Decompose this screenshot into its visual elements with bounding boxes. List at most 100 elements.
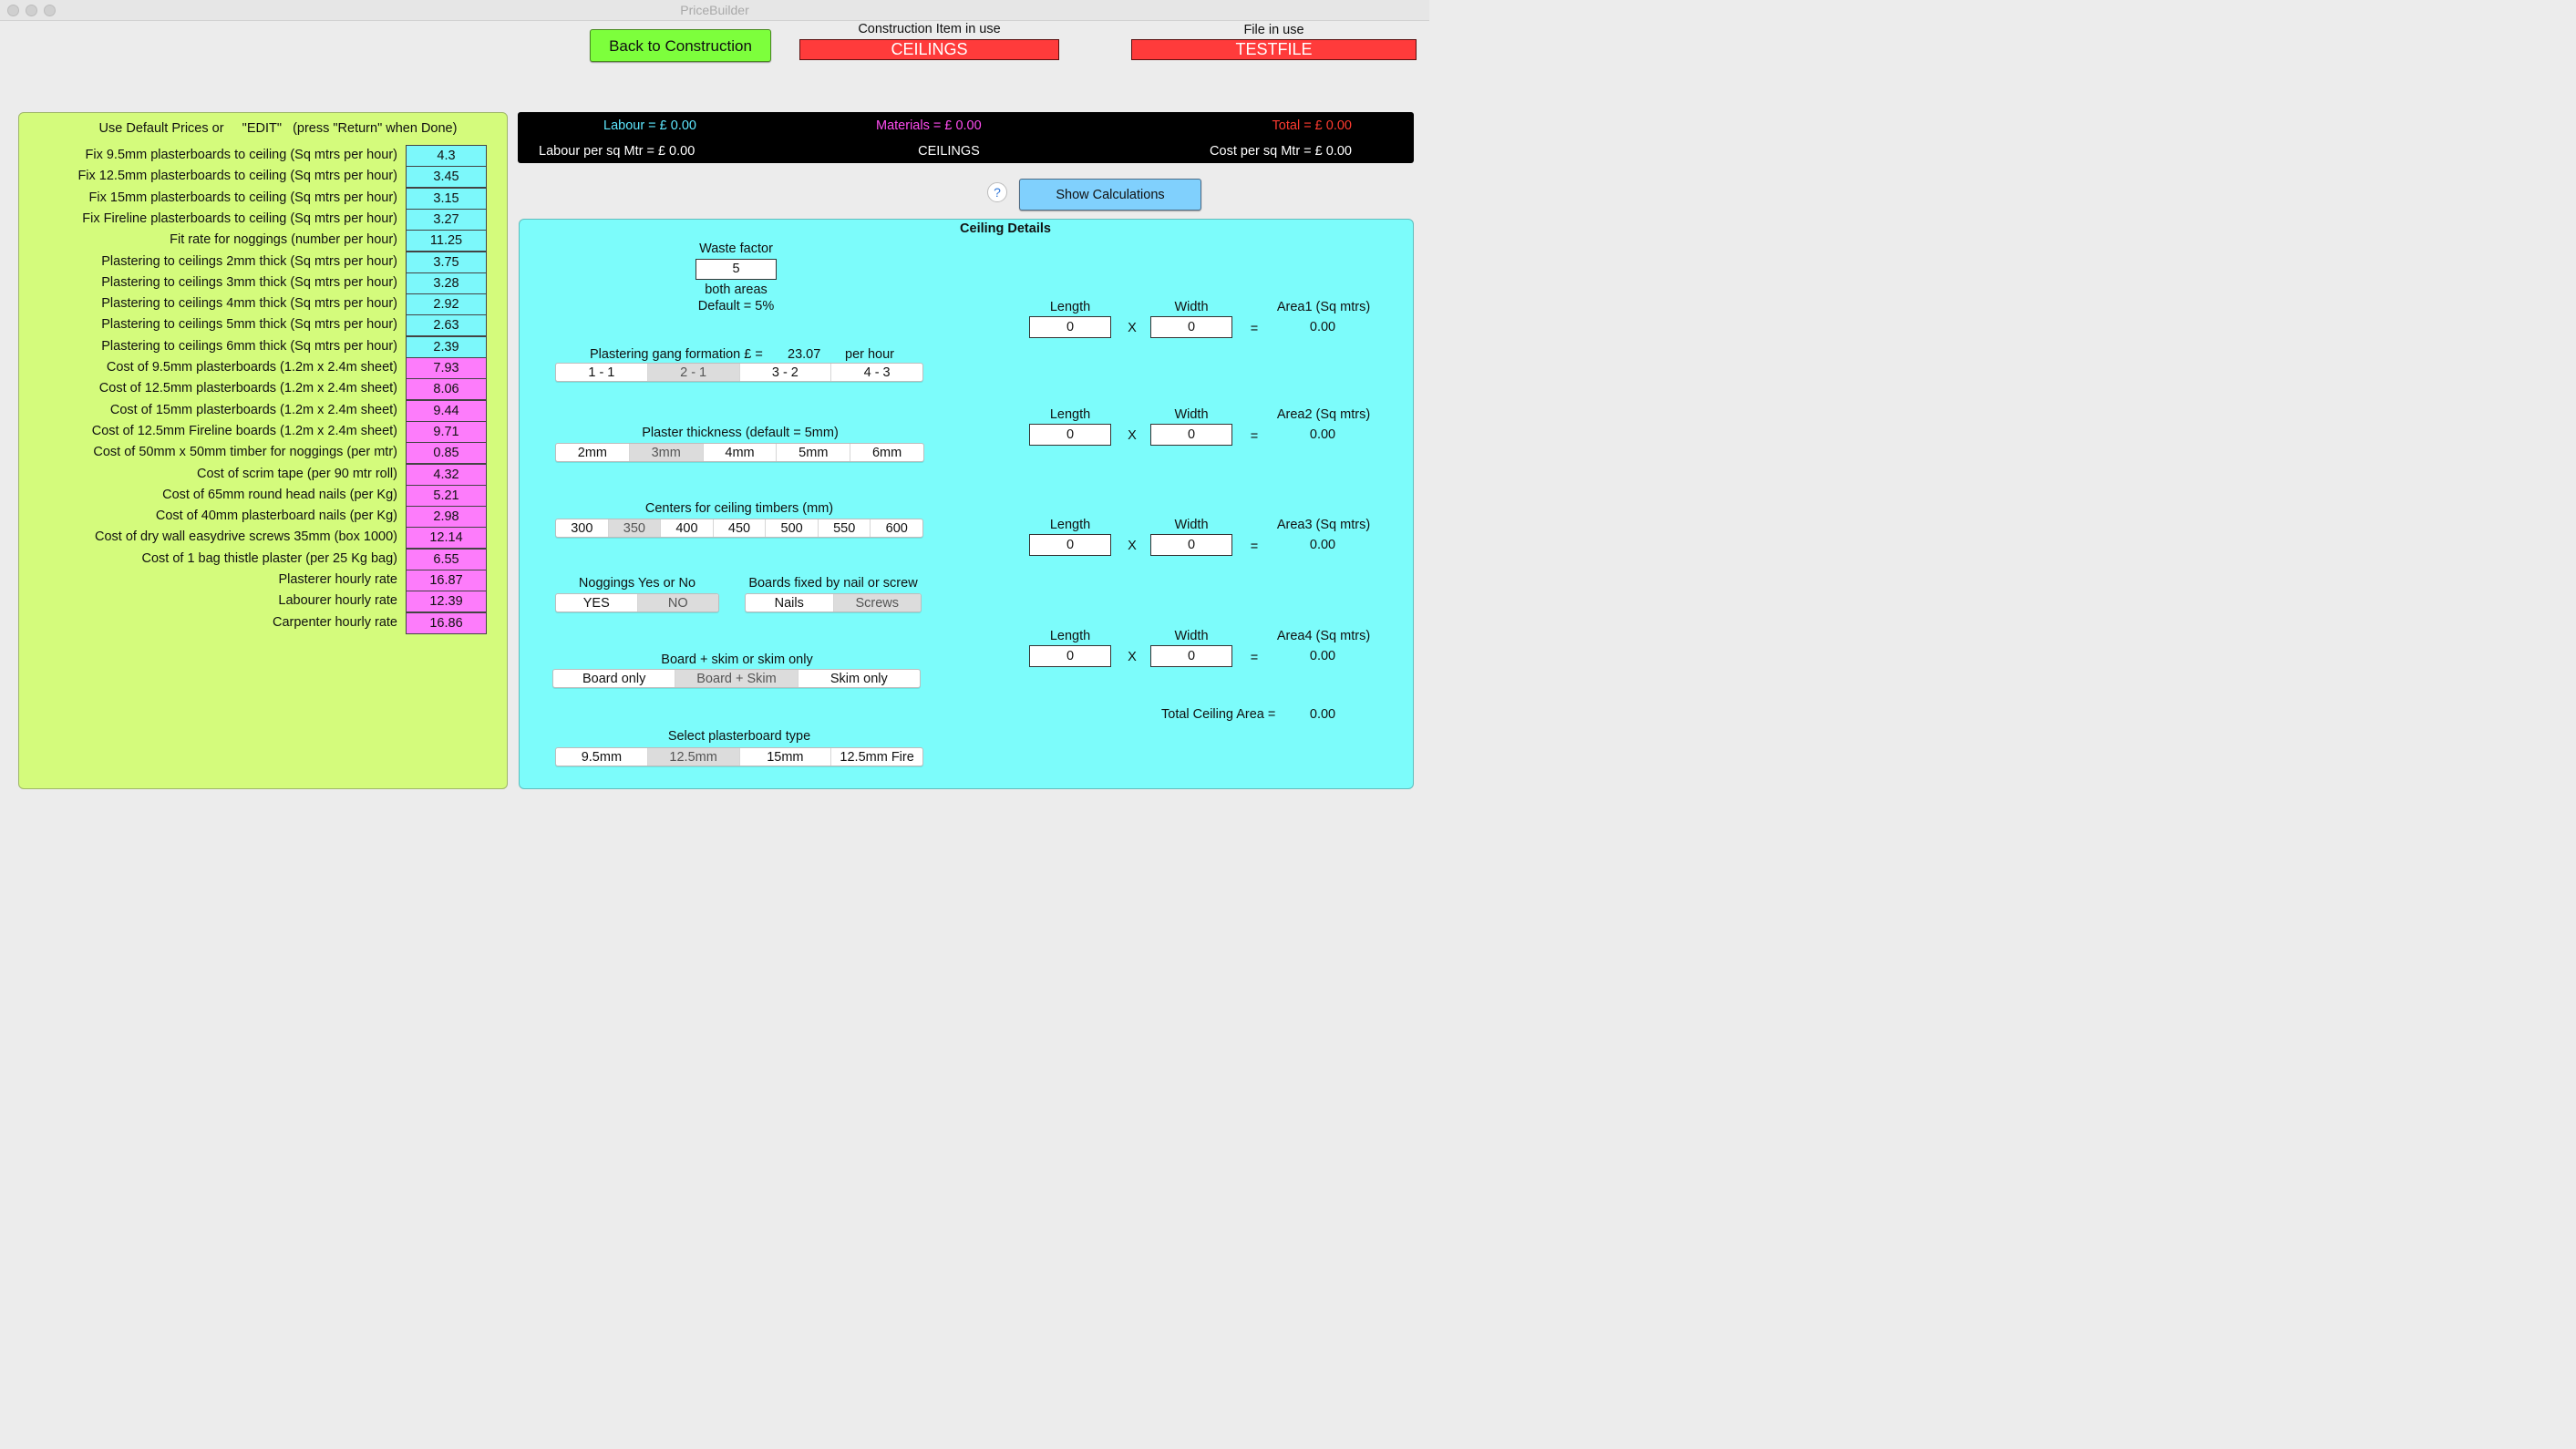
- construction-item-caption: Construction Item in use: [858, 22, 1001, 36]
- area4-width-label: Width: [1174, 629, 1209, 643]
- area1-equals-sign: =: [1250, 322, 1259, 336]
- default-price-label: Cost of 12.5mm plasterboards (1.2m x 2.4…: [98, 381, 397, 396]
- board-skim-option[interactable]: Board + Skim: [675, 670, 799, 687]
- grand-total: Total = £ 0.00: [1272, 118, 1352, 133]
- default-price-input[interactable]: 12.39: [406, 591, 487, 612]
- area4-length-input[interactable]: 0: [1029, 645, 1111, 667]
- area1-width-input[interactable]: 0: [1150, 316, 1232, 338]
- plaster-thickness-option[interactable]: 3mm: [629, 444, 704, 461]
- area2-equals-sign: =: [1250, 429, 1259, 444]
- default-price-input[interactable]: 3.75: [406, 252, 487, 273]
- board-skim-option[interactable]: Board only: [553, 670, 676, 687]
- default-price-input[interactable]: 3.28: [406, 272, 487, 294]
- close-window-button[interactable]: [7, 5, 19, 16]
- noggings-option[interactable]: YES: [556, 594, 638, 611]
- minimize-window-button[interactable]: [26, 5, 37, 16]
- default-price-input[interactable]: 11.25: [406, 230, 487, 252]
- timber-centers-option[interactable]: 550: [819, 519, 871, 537]
- area3-length-input[interactable]: 0: [1029, 534, 1111, 556]
- default-price-label: Fit rate for noggings (number per hour): [170, 232, 397, 247]
- gang-formation-option[interactable]: 2 - 1: [647, 364, 740, 381]
- default-price-label: Cost of 40mm plasterboard nails (per Kg): [155, 509, 397, 523]
- default-price-label: Plastering to ceilings 6mm thick (Sq mtr…: [101, 339, 397, 354]
- plasterboard-type-option[interactable]: 9.5mm: [556, 748, 648, 766]
- ceiling-details-title: Ceiling Details: [960, 221, 1051, 236]
- area4-length-label: Length: [1049, 629, 1091, 643]
- default-price-input[interactable]: 4.32: [406, 464, 487, 486]
- waste-factor-input[interactable]: 5: [696, 259, 777, 280]
- back-to-construction-button[interactable]: Back to Construction: [590, 29, 771, 62]
- noggings-option[interactable]: NO: [637, 594, 718, 611]
- plasterboard-type-option[interactable]: 12.5mm: [647, 748, 740, 766]
- gang-formation-option[interactable]: 1 - 1: [556, 364, 648, 381]
- area4-equals-sign: =: [1250, 651, 1259, 665]
- title-bar: [0, 0, 1429, 21]
- labour-per-sqm: Labour per sq Mtr = £ 0.00: [539, 144, 696, 159]
- default-price-input[interactable]: 2.98: [406, 506, 487, 528]
- default-price-input[interactable]: 3.27: [406, 209, 487, 231]
- default-price-input[interactable]: 9.44: [406, 400, 487, 422]
- plaster-thickness-option[interactable]: 2mm: [556, 444, 630, 461]
- area1-title: Area1 (Sq mtrs): [1276, 300, 1371, 314]
- board-skim-option[interactable]: Skim only: [829, 672, 888, 686]
- fixing-method-option[interactable]: Screws: [833, 594, 921, 611]
- default-price-input[interactable]: 4.3: [406, 145, 487, 167]
- area2-width-input[interactable]: 0: [1150, 424, 1232, 446]
- waste-note-both-areas: both areas: [705, 283, 768, 297]
- cost-per-sqm: Cost per sq Mtr = £ 0.00: [1210, 144, 1352, 159]
- plaster-thickness-option[interactable]: 5mm: [777, 444, 851, 461]
- default-price-input[interactable]: 2.39: [406, 336, 487, 358]
- default-price-label: Plastering to ceilings 2mm thick (Sq mtr…: [101, 254, 397, 269]
- timber-centers-option[interactable]: 400: [661, 519, 714, 537]
- plaster-thickness-option[interactable]: 4mm: [704, 444, 778, 461]
- default-price-input[interactable]: 0.85: [406, 442, 487, 464]
- labour-total: Labour = £ 0.00: [603, 118, 696, 133]
- gang-formation-option[interactable]: 4 - 3: [863, 365, 891, 380]
- default-price-input[interactable]: 2.63: [406, 314, 487, 336]
- default-price-input[interactable]: 2.92: [406, 293, 487, 315]
- default-price-input[interactable]: 3.15: [406, 188, 487, 210]
- gang-rate-value: 23.07: [788, 347, 821, 362]
- area4-width-input[interactable]: 0: [1150, 645, 1232, 667]
- default-price-input[interactable]: 8.06: [406, 378, 487, 400]
- default-price-input[interactable]: 3.45: [406, 166, 487, 188]
- default-price-input[interactable]: 16.86: [406, 612, 487, 634]
- help-icon[interactable]: ?: [987, 182, 1007, 202]
- total-ceiling-area-value: 0.00: [1309, 707, 1336, 722]
- timber-centers-option[interactable]: 500: [766, 519, 819, 537]
- area1-length-label: Length: [1049, 300, 1091, 314]
- area3-width-input[interactable]: 0: [1150, 534, 1232, 556]
- timber-centers-option[interactable]: 350: [608, 519, 662, 537]
- timber-centers-label: Centers for ceiling timbers (mm): [644, 501, 834, 516]
- area1-length-input[interactable]: 0: [1029, 316, 1111, 338]
- default-price-input[interactable]: 9.71: [406, 421, 487, 443]
- default-price-label: Fix 9.5mm plasterboards to ceiling (Sq m…: [85, 148, 398, 162]
- default-price-input[interactable]: 7.93: [406, 357, 487, 379]
- default-price-input[interactable]: 5.21: [406, 485, 487, 507]
- gang-formation-option[interactable]: 3 - 2: [740, 364, 832, 381]
- area2-width-label: Width: [1174, 407, 1209, 422]
- default-price-input[interactable]: 6.55: [406, 549, 487, 570]
- zoom-window-button[interactable]: [44, 5, 56, 16]
- window-title: PriceBuilder: [680, 3, 749, 17]
- timber-centers-option[interactable]: 300: [556, 519, 609, 537]
- timber-centers-option[interactable]: 600: [885, 521, 908, 536]
- waste-factor-label: Waste factor: [699, 242, 773, 256]
- gang-rate-unit: per hour: [845, 347, 895, 362]
- fixing-method-option[interactable]: Nails: [746, 594, 834, 611]
- plaster-thickness-option[interactable]: 6mm: [871, 446, 902, 460]
- area2-length-input[interactable]: 0: [1029, 424, 1111, 446]
- plasterboard-type-option[interactable]: 12.5mm Fire: [840, 750, 914, 765]
- show-calculations-button[interactable]: Show Calculations: [1019, 179, 1201, 211]
- area1-value: 0.00: [1309, 320, 1336, 334]
- fixing-method-label: Boards fixed by nail or screw: [748, 576, 918, 591]
- default-price-input[interactable]: 16.87: [406, 570, 487, 591]
- ceiling-details-panel: [519, 219, 1414, 789]
- plasterboard-type-option[interactable]: 15mm: [740, 748, 832, 766]
- default-price-input[interactable]: 12.14: [406, 527, 487, 549]
- area3-times-sign: X: [1128, 539, 1137, 553]
- timber-centers-option[interactable]: 450: [714, 519, 767, 537]
- default-price-label: Plastering to ceilings 5mm thick (Sq mtr…: [101, 317, 397, 332]
